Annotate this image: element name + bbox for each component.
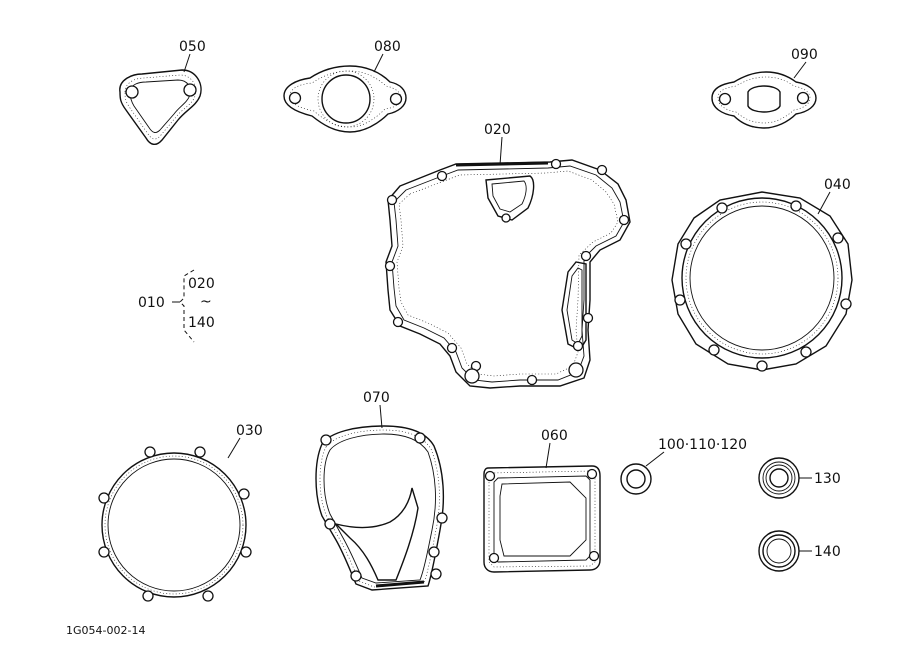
leader-060 xyxy=(545,442,551,469)
part-130-oil-seal[interactable] xyxy=(758,457,800,499)
range-tilde: ~ xyxy=(200,294,212,310)
leader-030 xyxy=(227,437,241,459)
kit-bracket-010 xyxy=(172,269,195,343)
leader-090 xyxy=(793,61,807,79)
part-090-gasket[interactable] xyxy=(711,71,817,129)
label-130: 130 xyxy=(814,471,841,487)
part-050-gasket[interactable] xyxy=(119,69,202,145)
leader-050 xyxy=(183,53,191,73)
part-030-gasket[interactable] xyxy=(98,446,252,602)
part-070-gasket[interactable] xyxy=(315,425,448,591)
leader-020 xyxy=(499,136,503,166)
leader-040 xyxy=(817,191,831,215)
label-040: 040 xyxy=(824,177,851,193)
label-050: 050 xyxy=(179,39,206,55)
label-030: 030 xyxy=(236,423,263,439)
part-060-gasket[interactable] xyxy=(483,465,601,573)
label-060: 060 xyxy=(541,428,568,444)
part-140-oil-seal[interactable] xyxy=(758,530,800,572)
leader-070 xyxy=(379,404,383,429)
range-end: 140 xyxy=(188,315,215,331)
label-010: 010 xyxy=(138,295,165,311)
part-040-gasket[interactable] xyxy=(671,191,853,372)
label-090: 090 xyxy=(791,47,818,63)
label-100-110-120: 100·110·120 xyxy=(658,437,747,453)
label-020: 020 xyxy=(484,122,511,138)
range-start: 020 xyxy=(188,276,215,292)
label-070: 070 xyxy=(363,390,390,406)
figure-code: 1G054-002-14 xyxy=(66,624,145,637)
part-020-gasket[interactable] xyxy=(384,158,631,389)
label-140: 140 xyxy=(814,544,841,560)
leader-100-110-120 xyxy=(645,451,665,467)
leader-080 xyxy=(373,53,384,73)
label-080: 080 xyxy=(374,39,401,55)
part-100-110-120-washer[interactable] xyxy=(620,463,652,495)
part-080-gasket[interactable] xyxy=(283,65,407,133)
